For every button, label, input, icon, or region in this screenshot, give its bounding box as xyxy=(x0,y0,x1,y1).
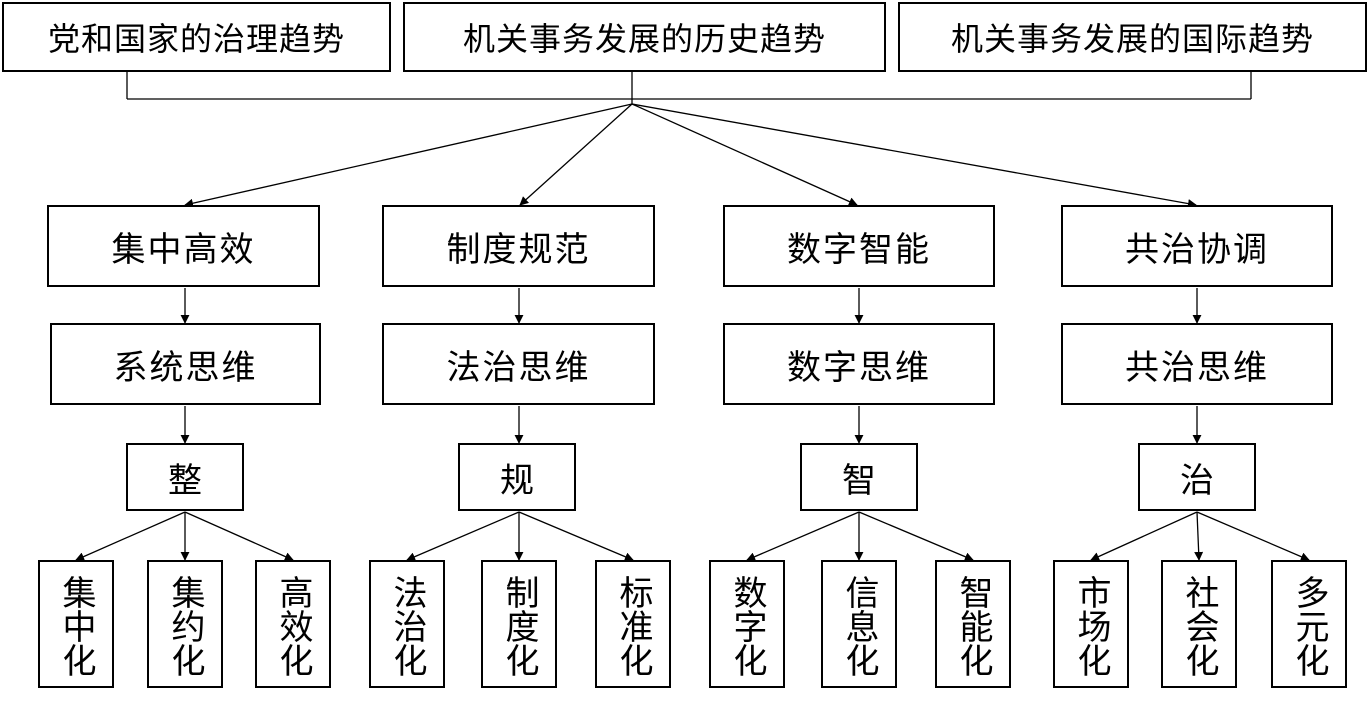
thinking-label: 系统思维 xyxy=(113,347,258,388)
leaf-box: 多元化 xyxy=(1271,560,1347,688)
thinking-box: 数字思维 xyxy=(723,323,995,405)
trend-box: 共治协调 xyxy=(1061,205,1333,287)
trend-label: 制度规范 xyxy=(446,229,591,270)
hub-arrow xyxy=(184,103,633,208)
keyword-to-leaf-arrow xyxy=(75,511,186,561)
trend-box: 集中高效 xyxy=(47,205,320,287)
leaf-box: 市场化 xyxy=(1053,560,1129,688)
leaf-label: 多元化 xyxy=(1289,575,1329,677)
leaf-box: 集约化 xyxy=(147,560,223,688)
keyword-box: 智 xyxy=(800,443,918,511)
trend-label: 数字智能 xyxy=(787,229,931,270)
keyword-box: 治 xyxy=(1138,443,1256,511)
hub-arrow xyxy=(631,103,858,206)
top-source-box: 机关事务发展的国际趋势 xyxy=(898,2,1367,72)
top-source-label: 机关事务发展的历史趋势 xyxy=(462,20,826,58)
keyword-label: 规 xyxy=(500,460,534,501)
leaf-box: 数字化 xyxy=(709,560,785,688)
thinking-label: 数字思维 xyxy=(787,347,931,388)
keyword-label: 治 xyxy=(1180,460,1214,501)
trend-box: 制度规范 xyxy=(382,205,655,287)
leaf-label: 数字化 xyxy=(727,575,767,677)
leaf-box: 标准化 xyxy=(595,560,671,688)
leaf-label: 标准化 xyxy=(613,575,653,677)
top-source-label: 机关事务发展的国际趋势 xyxy=(950,20,1314,58)
leaf-label: 社会化 xyxy=(1179,575,1219,677)
leaf-box: 法治化 xyxy=(369,560,445,688)
keyword-label: 整 xyxy=(168,460,202,501)
hub-arrow xyxy=(631,103,1197,209)
leaf-box: 智能化 xyxy=(935,560,1011,688)
trend-label: 共治协调 xyxy=(1125,229,1269,270)
leaf-box: 制度化 xyxy=(481,560,557,688)
thinking-box: 共治思维 xyxy=(1061,323,1333,405)
thinking-label: 法治思维 xyxy=(446,347,591,388)
leaf-label: 法治化 xyxy=(387,575,427,677)
top-source-box: 党和国家的治理趋势 xyxy=(2,2,391,72)
leaf-label: 集中化 xyxy=(56,575,96,677)
keyword-to-leaf-arrow xyxy=(184,511,294,561)
keyword-to-leaf-arrow xyxy=(858,511,974,562)
keyword-label: 智 xyxy=(842,460,876,501)
leaf-label: 制度化 xyxy=(499,575,539,677)
keyword-to-leaf-arrow xyxy=(746,511,860,561)
keyword-to-leaf-arrow xyxy=(1194,511,1204,561)
leaf-box: 社会化 xyxy=(1161,560,1237,688)
leaf-box: 高效化 xyxy=(255,560,331,688)
thinking-box: 系统思维 xyxy=(50,323,321,405)
thinking-label: 共治思维 xyxy=(1125,347,1269,388)
trend-box: 数字智能 xyxy=(723,205,995,287)
top-source-label: 党和国家的治理趋势 xyxy=(47,20,345,58)
thinking-box: 法治思维 xyxy=(382,323,655,405)
leaf-label: 高效化 xyxy=(273,575,313,677)
leaf-label: 智能化 xyxy=(953,575,993,677)
keyword-box: 整 xyxy=(126,443,244,511)
keyword-to-leaf-arrow xyxy=(518,511,634,562)
keyword-box: 规 xyxy=(458,443,576,511)
leaf-label: 信息化 xyxy=(839,575,879,677)
keyword-to-leaf-arrow xyxy=(1196,511,1310,561)
leaf-box: 集中化 xyxy=(38,560,114,688)
leaf-box: 信息化 xyxy=(821,560,897,688)
trend-label: 集中高效 xyxy=(111,229,256,270)
leaf-label: 集约化 xyxy=(165,575,205,677)
top-source-box: 机关事务发展的历史趋势 xyxy=(403,2,886,72)
hub-arrow xyxy=(519,103,633,206)
keyword-to-leaf-arrow xyxy=(1090,511,1198,561)
leaf-label: 市场化 xyxy=(1071,575,1111,677)
keyword-to-leaf-arrow xyxy=(406,511,520,561)
